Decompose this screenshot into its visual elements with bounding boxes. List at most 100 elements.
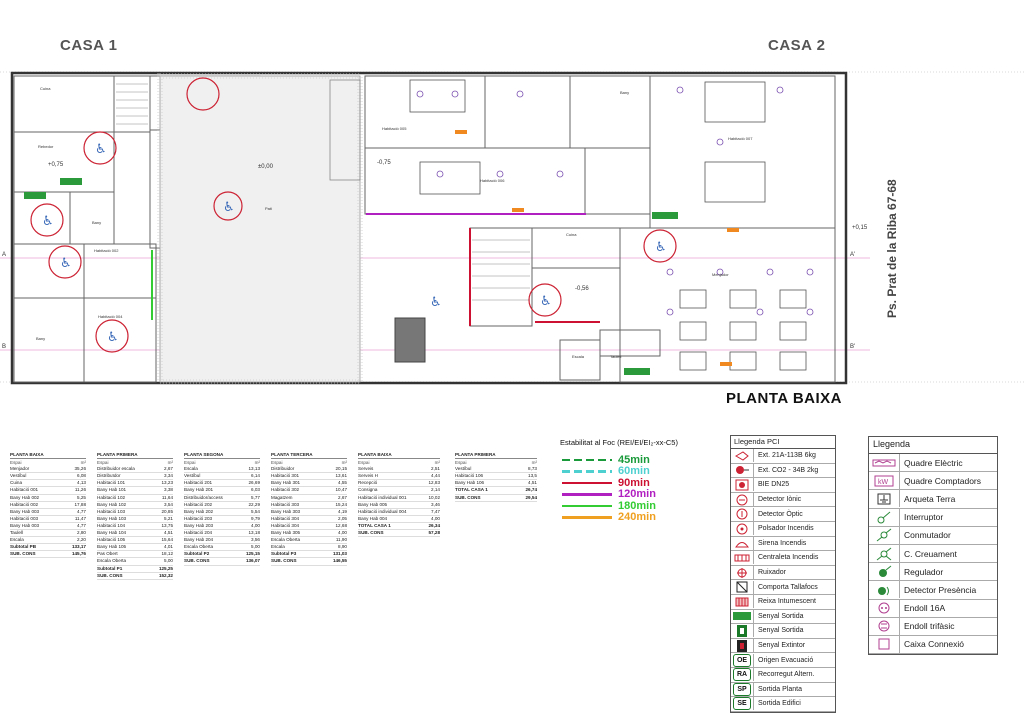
space-area: 6,03 [251,487,260,493]
space-name: Bany Hab 202 [184,508,214,514]
pci-legend-item: Ext. 21A-113B 6kg [731,449,835,464]
svg-text:Cuina: Cuina [40,86,51,91]
space-name: Distribuïdor [97,473,121,479]
space-name: Bany Hab 003 [10,508,40,514]
space-name: Escala [271,544,285,550]
total-label: SUB. CONS [271,558,297,564]
svg-text:♿: ♿ [107,330,119,345]
intumescent-grille-icon [731,595,754,609]
fire-pushbutton-icon [731,522,754,536]
space-name: Habitació 302 [271,487,300,493]
pci-legend-item: BIE DN25 [731,478,835,493]
svg-text:♿: ♿ [430,295,442,310]
space-area: 11,90 [335,537,347,543]
bed-005 [409,79,466,113]
table-row: Habitació 302 10,47 [271,487,348,495]
pci-legend-label: Centraleta Incendis [758,554,819,562]
space-name: Bany Hab 204 [184,537,214,543]
elevator-shaft [394,317,426,363]
svg-text:kW: kW [878,479,889,486]
svg-text:♿: ♿ [223,200,235,215]
space-area: 12,68 [335,522,348,528]
meter-panel-icon: kW [869,472,900,490]
table-row: Bany Hab 201 6,03 [184,487,260,495]
svg-text:B': B' [850,344,855,350]
space-name: Serveis H [358,473,378,479]
space-area: 10,02 [428,494,441,500]
room-bany-006 [569,75,651,149]
room-hab-004 [83,297,157,383]
svg-text:B: B [2,344,6,350]
pci-legend-label: Reixa Intumescent [758,598,816,606]
electrical-legend-label: Arqueta Terra [904,493,956,504]
room-escala [559,339,601,381]
fire-line-swatch [562,493,612,496]
pci-legend-label: Ruixador [758,569,787,577]
optical-detector-icon [731,507,754,521]
svg-text:Habitació 004: Habitació 004 [98,314,123,319]
space-name: Bany Hab 105 [97,544,127,550]
room-bany-005 [484,75,571,149]
presence-detector-icon [869,581,900,599]
bed-006 [419,161,481,195]
space-name: Recepció [358,480,378,486]
space-name: Habitació 102 [97,494,126,500]
total-label: TOTAL CASA 1 [358,522,391,528]
space-area: 5,00 [164,558,173,564]
space-name: Bany Hab 104 [97,530,127,536]
space-name: Bany Hab 201 [184,487,214,493]
electrical-legend-label: Regulador [904,566,944,577]
space-area: 4,77 [77,522,86,528]
space-area: 10,47 [335,487,348,493]
pci-legend-item: Reixa Intumescent [731,595,835,610]
space-area: 8,73 [528,466,537,472]
space-area: 2,67 [164,466,173,472]
street-label: Ps. Prat de la Riba 67-68 [885,179,899,318]
space-area: 17,88 [74,501,87,507]
level-015: +0,15 [852,225,868,231]
space-area: 5,77 [251,494,260,500]
pci-legend-item: Detector Òptic [731,507,835,522]
space-area: 3,38 [164,487,173,493]
alternative-route-icon: RA [731,668,754,682]
electrical-legend-item: Regulador [869,563,997,582]
space-name: Bany Hab 305 [271,530,301,536]
total-value: 29,54 [525,494,538,500]
pci-legend-item: Detector Iònic [731,493,835,508]
total-value: 133,17 [71,544,86,550]
space-area: 13,18 [248,530,261,536]
space-area: 11,26 [74,487,86,493]
exit-signs [24,178,678,375]
room-menjador [619,227,836,383]
space-area: 5,00 [251,544,260,550]
bed-007b [704,161,766,203]
space-name: Bany Hab 102 [97,501,127,507]
electrical-legend-item: Interruptor [869,508,997,527]
total-label: SUB. CONS [184,558,210,564]
total-label: SUB. CONS [97,572,123,578]
